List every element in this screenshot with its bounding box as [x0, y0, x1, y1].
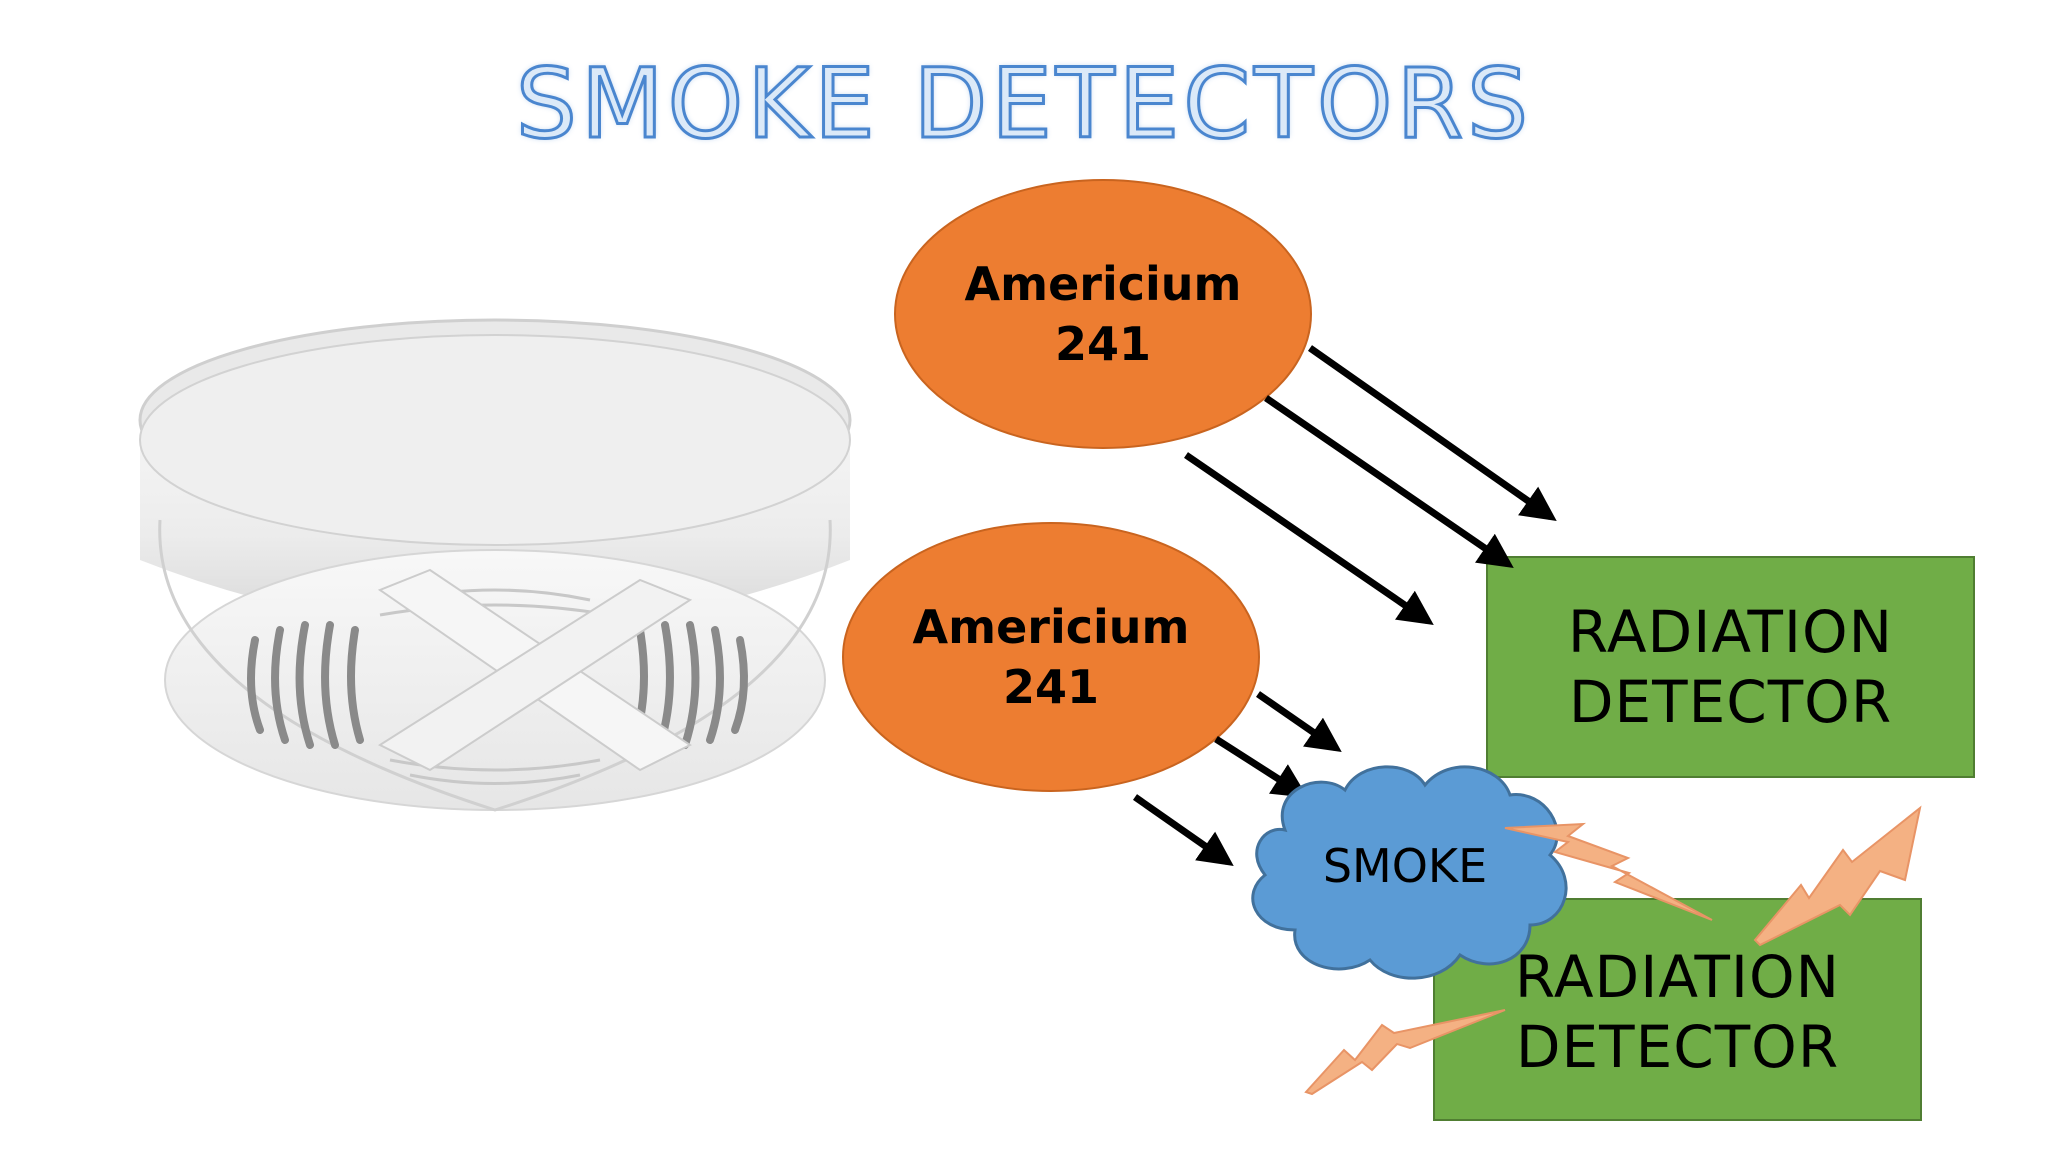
spark-shape [1504, 822, 1713, 921]
radiation-arrow [1132, 794, 1234, 867]
spark-shape [1753, 805, 1922, 947]
radiation-arrow [1214, 736, 1308, 798]
detector-label-line: DETECTOR [1568, 668, 1893, 736]
source-label-2: Americium 241 [883, 597, 1219, 717]
radiation-detector-1 [1486, 556, 1975, 778]
detector-label-line: DETECTOR [1515, 1013, 1840, 1081]
slide-title: SMOKE DETECTORS [514, 47, 1533, 162]
radiation-arrow [1264, 395, 1514, 568]
radiation-arrow [1184, 452, 1434, 625]
detector-label-line: RADIATION [1567, 598, 1894, 666]
source-label-line: 241 [1002, 660, 1100, 714]
americium-source-2 [842, 522, 1260, 792]
detector-label-2: RADIATION DETECTOR [1434, 942, 1921, 1082]
detector-label-1: RADIATION DETECTOR [1487, 597, 1974, 737]
spark-shape [1304, 1009, 1506, 1096]
source-label-1: Americium 241 [935, 254, 1271, 374]
source-label-line: 241 [1054, 317, 1152, 371]
source-label-line: Americium [964, 257, 1242, 311]
radiation-arrow [1256, 691, 1342, 752]
detector-label-line: RADIATION [1514, 943, 1841, 1011]
americium-source-1 [894, 179, 1312, 449]
radiation-arrow [1307, 345, 1557, 522]
source-label-line: Americium [912, 600, 1190, 654]
smoke-cloud [1251, 765, 1568, 980]
smoke-label: SMOKE [1322, 839, 1488, 893]
